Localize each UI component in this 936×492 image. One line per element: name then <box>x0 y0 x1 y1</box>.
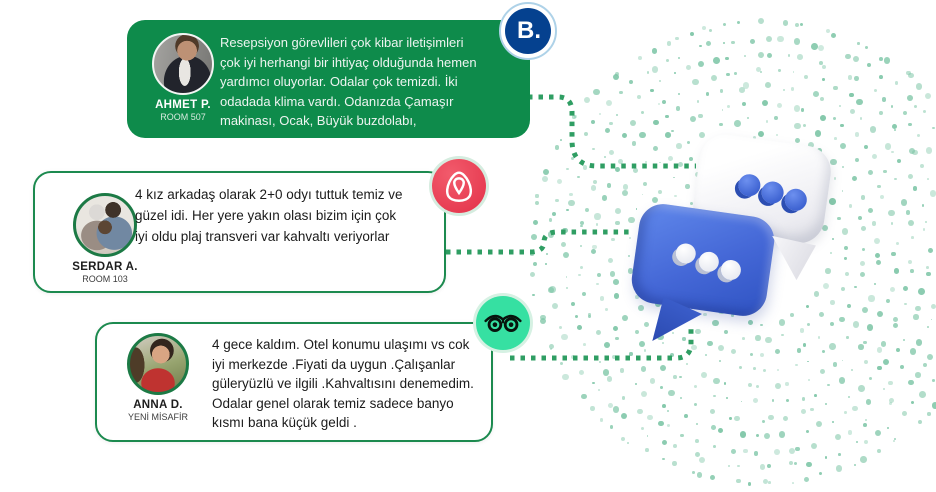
reviewer-name: ANNA D. <box>133 399 183 411</box>
avatar-photo <box>73 193 137 257</box>
typing-dot <box>760 180 786 205</box>
connector-booking-line <box>528 94 696 169</box>
tripadvisor-owl-icon[interactable] <box>476 296 530 350</box>
reviewer-name: SERDAR A. <box>72 261 138 273</box>
connector-airbnb-line <box>446 229 634 255</box>
booking-b-circle: B. <box>505 8 551 54</box>
review-text: 4 gece kaldım. Otel konumu ulaşımı vs co… <box>212 337 474 430</box>
reviewer-room: YENİ MİSAFİR <box>127 412 188 422</box>
review-card-booking: AHMET P. ROOM 507 Resepsiyon görevlileri… <box>127 20 530 138</box>
connector-tripadvisor-line <box>510 328 694 361</box>
typing-dot <box>697 250 721 274</box>
typing-dot <box>736 172 762 198</box>
airbnb-belo-icon[interactable] <box>432 159 486 213</box>
review-card-airbnb: SERDAR A. ROOM 103 4 kız arkadaş olarak … <box>33 171 446 293</box>
review-text: 4 kız arkadaş olarak 2+0 odyı tuttuk tem… <box>135 187 403 244</box>
reviewer-room: ROOM 507 <box>160 112 206 122</box>
tripadvisor-owl-glyph <box>484 314 522 332</box>
typing-dot <box>719 258 743 282</box>
blue-chat-bubble <box>628 201 778 319</box>
typing-dot <box>783 187 809 213</box>
avatar-photo <box>127 333 189 395</box>
reviewer-block: AHMET P. ROOM 507 <box>135 33 231 122</box>
reviewer-block: SERDAR A. ROOM 103 <box>57 193 153 284</box>
booking-b-icon[interactable]: B. <box>499 2 557 60</box>
reviewer-room: ROOM 103 <box>82 274 128 284</box>
typing-dot <box>674 242 698 265</box>
review-card-tripadvisor: ANNA D. YENİ MİSAFİR 4 gece kaldım. Otel… <box>95 322 493 442</box>
review-text: Resepsiyon görevlileri çok kibar iletişi… <box>220 35 477 128</box>
reviewer-block: ANNA D. YENİ MİSAFİR <box>110 333 206 422</box>
avatar-photo <box>152 33 214 95</box>
booking-b-letter: B. <box>517 17 541 44</box>
reviewer-name: AHMET P. <box>155 99 211 111</box>
airbnb-belo-glyph <box>446 171 472 202</box>
